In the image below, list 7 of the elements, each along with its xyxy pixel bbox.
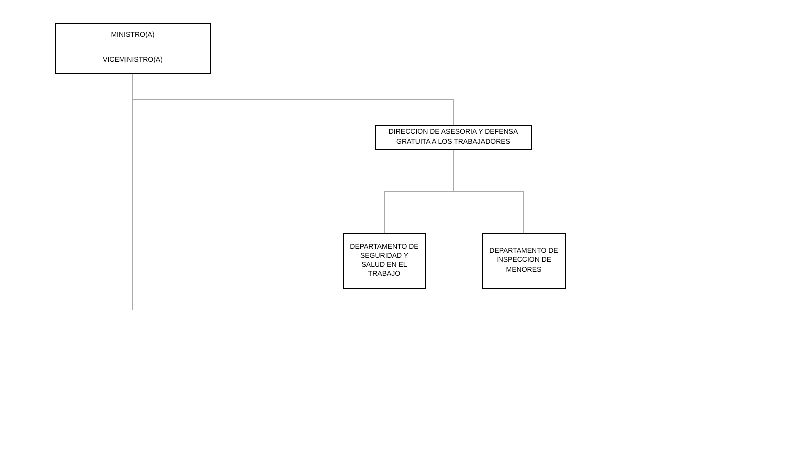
connector-line — [453, 150, 524, 234]
org-box — [55, 23, 211, 49]
org-box — [375, 125, 532, 150]
org-box — [55, 48, 211, 74]
org-box — [343, 233, 426, 289]
org-box — [482, 233, 566, 289]
connector-line — [132, 74, 134, 310]
